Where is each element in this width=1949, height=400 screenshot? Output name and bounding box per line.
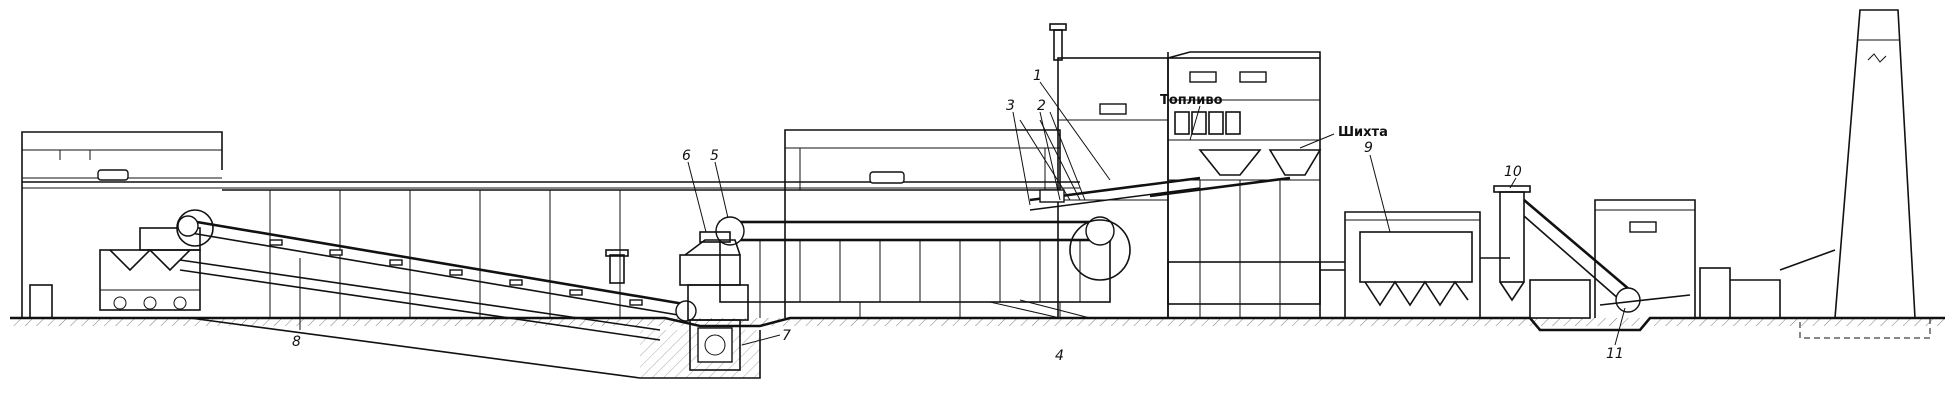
chimney (1779, 9, 1931, 339)
charge-tower (1049, 23, 1322, 319)
sinter-machine (715, 216, 1131, 319)
gas-cleaning-building (1320, 211, 1510, 318)
label-5: 5 (710, 148, 719, 164)
label-10: 10 (1504, 164, 1522, 180)
label-fuel: Топливо (1160, 93, 1223, 108)
label-7: 7 (782, 328, 791, 344)
label-6: 6 (682, 148, 691, 164)
label-2: 2 (1037, 98, 1046, 114)
right-building (1529, 199, 1781, 319)
left-building (21, 131, 223, 319)
label-8: 8 (292, 334, 301, 350)
sinter-machine-building (784, 129, 1061, 318)
inclined-conveyor-8 (177, 215, 697, 341)
cyclone-10 (1493, 185, 1631, 302)
label-9: 9 (1364, 140, 1373, 156)
leader-lines (299, 81, 1626, 346)
label-charge: Шихта (1338, 125, 1388, 140)
callout-labels: Топливо Шихта 1 2 3 4 5 6 7 8 9 10 11 (292, 68, 1624, 364)
label-1: 1 (1033, 68, 1042, 84)
label-11: 11 (1606, 346, 1624, 362)
label-4: 4 (1055, 348, 1064, 364)
gallery-roof (22, 181, 1080, 318)
label-3: 3 (1006, 98, 1015, 114)
cooler-unit (679, 231, 749, 371)
